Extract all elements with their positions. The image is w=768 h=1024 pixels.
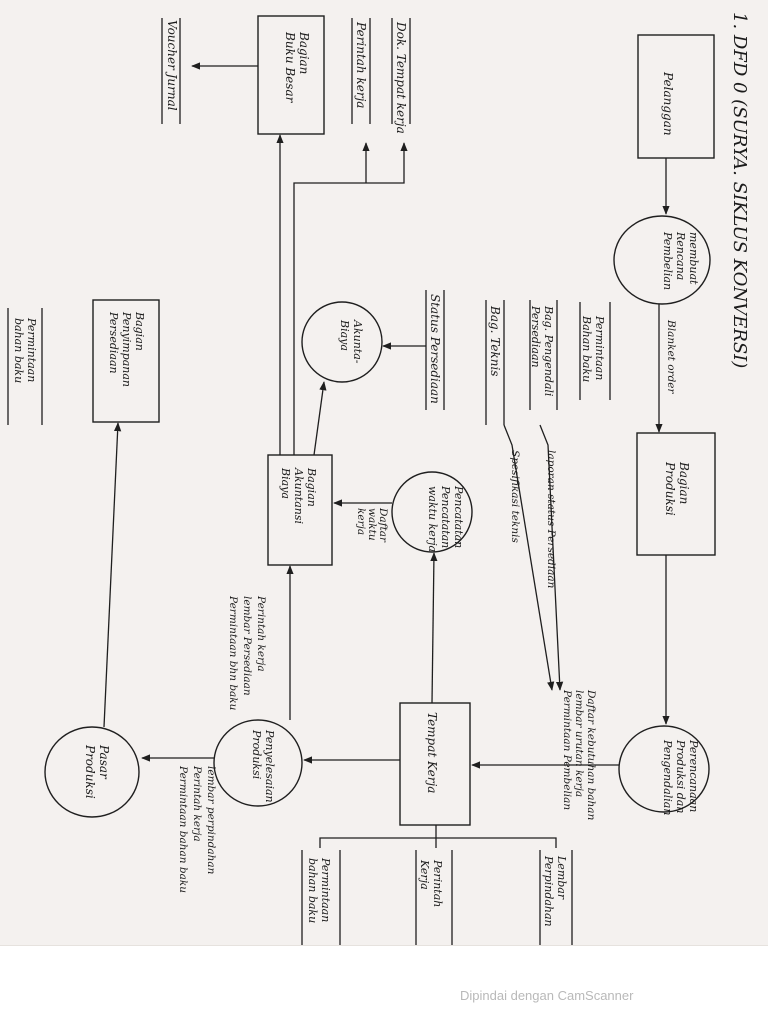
svg-text:Bagian Akuntansi: Bagian Akuntansi Biaya bbox=[279, 467, 318, 528]
svg-text:Pelanggan: Pelanggan bbox=[661, 71, 675, 136]
entity-tempat-kerja: Tempat Kerja bbox=[399, 702, 471, 826]
flow-labels: Blanket order laporan status Persediaan … bbox=[177, 319, 677, 893]
scanner-watermark: Dipindai dengan CamScanner bbox=[460, 988, 634, 1003]
svg-text:Perintah kerja lembar: Perintah kerja lembar Persediaan Permint… bbox=[227, 595, 267, 711]
svg-text:membuat Rencana: membuat Rencana Pembelian bbox=[661, 231, 700, 290]
dfd-diagram: 1. DFD 0 (SURYA. SIKLUS KONVERSI) Pelang… bbox=[7, 12, 750, 945]
process-membuat-rencana-pembelian: membuat Rencana Pembelian bbox=[613, 215, 711, 305]
svg-text:Permintaan bahan baku: Permintaan bahan baku bbox=[306, 857, 332, 926]
svg-text:Bag. Teknis: Bag. Teknis bbox=[488, 305, 502, 376]
store-voucher-jurnal: Voucher Jurnal bbox=[161, 18, 181, 124]
svg-text:Lembar Perpindahan: Lembar Perpindahan bbox=[542, 855, 568, 927]
svg-text:Status Persediaan: Status Persediaan bbox=[428, 294, 442, 404]
svg-text:Perintah Kerja: Perintah Kerja bbox=[418, 859, 444, 911]
svg-text:Perencanaan Produksi d: Perencanaan Produksi dan Pengendalian bbox=[661, 739, 700, 817]
svg-text:Tempat Kerja: Tempat Kerja bbox=[425, 712, 439, 793]
process-perencanaan-produksi: Perencanaan Produksi dan Pengendalian bbox=[618, 725, 710, 817]
store-bagian-pengendali: Bag. Pengendali Persediaan bbox=[529, 300, 558, 410]
svg-text:Bagian Penyimpanan: Bagian Penyimpanan Persediaan bbox=[107, 311, 146, 391]
svg-text:Penyelesaian Produksi: Penyelesaian Produksi bbox=[250, 729, 276, 806]
svg-text:Bag. Pengendali Persed: Bag. Pengendali Persediaan bbox=[529, 305, 555, 400]
svg-text:Perintah kerja: Perintah kerja bbox=[354, 21, 368, 108]
svg-text:Daftar waktu k: Daftar waktu kerja bbox=[355, 507, 389, 545]
svg-text:Bagian Buku Besar: Bagian Buku Besar bbox=[283, 31, 311, 104]
process-pencatatan-waktu-kerja: Pencatatan Pencatatan waktu kerja bbox=[391, 471, 473, 553]
store-permintaan-bahan-baku-bottom: Permintaan bahan baku bbox=[301, 850, 341, 945]
svg-text:Pencatatan Pencatatan: Pencatatan Pencatatan waktu kerja bbox=[426, 485, 465, 552]
svg-text:lembar perpindahan Per: lembar perpindahan Perintah kerja Permin… bbox=[177, 765, 217, 893]
store-perintah-kerja-bottom: Perintah Kerja bbox=[415, 850, 453, 945]
svg-text:Dok. Tempat kerja: Dok. Tempat kerja bbox=[394, 21, 408, 134]
svg-text:Pasar Produksi: Pasar Produksi bbox=[83, 744, 111, 799]
entity-pelanggan: Pelanggan bbox=[637, 34, 715, 159]
entity-bagian-akuntansi: Bagian Akuntansi Biaya bbox=[267, 454, 333, 566]
process-penyelesaian-produksi: Penyelesaian Produksi bbox=[213, 719, 303, 807]
svg-text:Spesifikasi teknis: Spesifikasi teknis bbox=[509, 450, 521, 544]
svg-text:Akunta- Biaya: Akunta- Biaya bbox=[338, 319, 364, 367]
process-pasar-produksi: Pasar Produksi bbox=[44, 726, 140, 818]
store-perintah-kerja-top: Perintah kerja bbox=[351, 18, 371, 124]
svg-text:Bagian Produksi: Bagian Produksi bbox=[663, 461, 691, 516]
svg-text:Permintaan bahan baku: Permintaan bahan baku bbox=[12, 317, 38, 386]
store-status-persediaan: Status Persediaan bbox=[425, 290, 445, 410]
flow-lines bbox=[103, 62, 670, 848]
svg-text:laporan status Persediaan: laporan status Persediaan bbox=[545, 450, 557, 589]
entity-bagian-penyimpanan: Bagian Penyimpanan Persediaan bbox=[92, 299, 160, 423]
store-permintaan-bahan-baku-left: Permintaan bahan baku bbox=[7, 308, 43, 425]
store-permintaan-bahan-baku-top: Permintaan Bahan baku bbox=[579, 302, 611, 400]
store-dok-tempat-kerja: Dok. Tempat kerja bbox=[391, 18, 411, 134]
svg-text:Blanket order: Blanket order bbox=[665, 319, 677, 395]
store-bagian-teknis: Bag. Teknis bbox=[485, 300, 505, 425]
store-lembar-perpindahan: Lembar Perpindahan bbox=[539, 850, 573, 945]
svg-text:Permintaan Bahan baku: Permintaan Bahan baku bbox=[580, 315, 606, 384]
svg-text:Voucher Jurnal: Voucher Jurnal bbox=[165, 20, 179, 111]
entity-bagian-buku-besar: Bagian Buku Besar bbox=[257, 15, 325, 135]
process-akuntansi-biaya: Akunta- Biaya bbox=[301, 301, 383, 383]
diagram-title: 1. DFD 0 (SURYA. SIKLUS KONVERSI) bbox=[729, 12, 750, 368]
entity-bagian-produksi: Bagian Produksi bbox=[636, 432, 716, 556]
svg-text:Daftar kebutuhan bahan: Daftar kebutuhan bahan lembar urutan ker… bbox=[561, 689, 597, 824]
